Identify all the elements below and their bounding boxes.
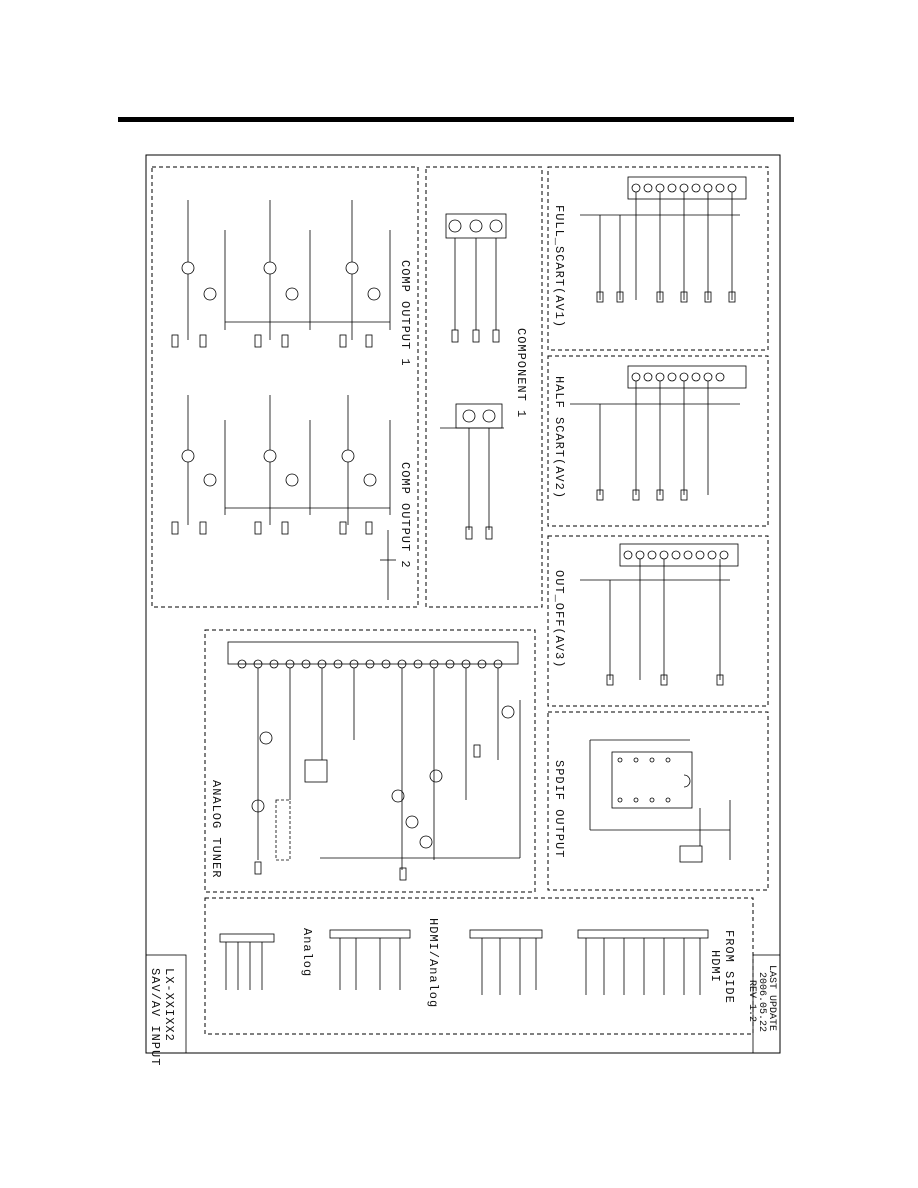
half-scart-block: HALF SCART(AV2) <box>547 355 769 527</box>
component-1-block: COMPONENT 1 <box>425 166 543 608</box>
full-scart-frame <box>547 166 769 351</box>
spdif-title: SPDIF OUTPUT <box>552 760 566 858</box>
component-1-title: COMPONENT 1 <box>514 328 528 418</box>
last-update-label: LAST UPDATE <box>766 965 777 1031</box>
drawing-border <box>145 154 781 1054</box>
revision-number: REV 1.2 <box>746 980 757 1022</box>
full-scart-title: FULL_SCART(AV1) <box>552 205 566 328</box>
side-input-frame <box>204 897 754 1035</box>
spdif-block: SPDIF OUTPUT <box>547 711 769 891</box>
tuner-note-box <box>275 799 291 861</box>
half-scart-frame <box>547 355 769 527</box>
side-input-block: FROM SIDE HDMI HDMI/Analog Analog <box>204 897 754 1035</box>
comp-output-2-title: COMP OUTPUT 2 <box>398 462 412 569</box>
from-side-title: FROM SIDE <box>722 930 736 1004</box>
top-rule <box>118 117 794 122</box>
sheet-name: SAV/AV INPUT <box>148 968 162 1066</box>
out-off-frame <box>547 535 769 707</box>
hdmi-analog-title: HDMI/Analog <box>426 918 440 1008</box>
half-scart-title: HALF SCART(AV2) <box>552 376 566 499</box>
tuner-module <box>227 641 519 665</box>
update-date: 2006.05.22 <box>756 972 767 1032</box>
out-off-block: OUT_OFF(AV3) <box>547 535 769 707</box>
comp-output-block: COMP OUTPUT 1 COMP OUTPUT 2 <box>151 166 419 608</box>
revision-block: LAST UPDATE 2006.05.22 REV 1.2 <box>746 954 781 1054</box>
component-1-frame <box>425 166 543 608</box>
out-off-title: OUT_OFF(AV3) <box>552 570 566 668</box>
full-scart-block: FULL_SCART(AV1) <box>547 166 769 351</box>
title-block: LX-XXIXX2 SAV/AV INPUT <box>145 954 187 1066</box>
comp-output-1-title: COMP OUTPUT 1 <box>398 260 412 367</box>
analog-title: Analog <box>300 928 314 977</box>
analog-tuner-title: ANALOG TUNER <box>209 780 223 878</box>
spdif-frame <box>547 711 769 891</box>
comp-output-frame <box>151 166 419 608</box>
hdmi-title: HDMI <box>708 950 722 983</box>
analog-tuner-block: ANALOG TUNER <box>204 629 536 893</box>
analog-tuner-frame <box>204 629 536 893</box>
model-number: LX-XXIXX2 <box>162 968 176 1042</box>
